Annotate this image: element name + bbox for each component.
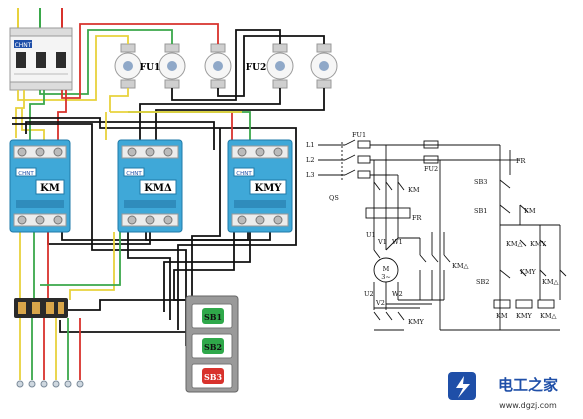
- breaker-brand: CHNT: [15, 42, 32, 49]
- fu1-label: FU1: [140, 63, 161, 73]
- fu2-label: FU2: [246, 63, 267, 73]
- fuse-holder: [114, 43, 142, 89]
- label-coil-kmy: KMY: [516, 312, 533, 320]
- contactor-km-delta: CHNT KMΔ: [117, 139, 183, 233]
- contactor-kmy-label: KMY: [255, 183, 283, 194]
- label-w2: W2: [392, 290, 403, 298]
- label-fu1: FU1: [352, 131, 366, 139]
- watermark-title: 电工之家: [498, 376, 558, 394]
- contactor-km-delta-label: KMΔ: [144, 183, 172, 194]
- watermark-url: www.dgzj.com: [499, 401, 557, 410]
- thermal-overload-relay: [14, 298, 68, 318]
- label-kmy-main: KMY: [408, 318, 425, 326]
- label-km-delta-ctrl: KM△: [506, 240, 523, 248]
- label-sb2-ctrl: SB2: [476, 278, 489, 286]
- label-fr-main: FR: [412, 214, 423, 222]
- label-l3: L3: [306, 171, 314, 179]
- circuit-breaker: CHNT: [9, 27, 73, 91]
- label-u2: U2: [364, 290, 374, 298]
- contactor-kmy: CHNT KMY: [227, 139, 293, 233]
- fuse-holder: [266, 43, 294, 89]
- push-button-box: SB1 SB2 SB3: [185, 295, 239, 393]
- label-kmy-ctrl: KMY: [530, 240, 547, 248]
- label-v1: V1: [377, 238, 387, 246]
- label-v2: V2: [375, 299, 385, 307]
- label-l2: L2: [306, 156, 314, 164]
- schematic: [318, 139, 567, 331]
- incoming-phase-wires: [17, 8, 63, 30]
- button-sb3[interactable]: SB3: [191, 363, 233, 389]
- button-sb2[interactable]: SB2: [191, 333, 233, 359]
- contactor-brand: CHNT: [18, 171, 34, 177]
- label-motor-phase: 3~: [381, 273, 391, 281]
- label-motor-m: M: [383, 265, 390, 273]
- label-w1: W1: [392, 238, 403, 246]
- label-coil-km: KM: [496, 312, 508, 320]
- fuse-holder: [204, 43, 232, 89]
- label-u1: U1: [366, 231, 376, 239]
- lightning-icon: [456, 376, 470, 398]
- label-km-main: KM: [408, 186, 420, 194]
- label-sb1-ctrl: SB1: [474, 207, 487, 215]
- label-fr-ctrl: FR: [516, 157, 527, 165]
- contactor-km-label: KM: [40, 183, 60, 194]
- button-sb1-label: SB1: [204, 312, 222, 322]
- fuse-holder: [310, 43, 338, 89]
- button-sb2-label: SB2: [204, 342, 222, 352]
- label-qs: QS: [329, 194, 339, 202]
- label-fu2: FU2: [424, 165, 438, 173]
- label-l1: L1: [306, 141, 314, 149]
- label-km-ctrl: KM: [524, 207, 536, 215]
- watermark-logo: 电工之家 www.dgzj.com: [448, 372, 558, 410]
- fuse-holders: FU1 FU2: [114, 43, 338, 89]
- contactor-brand: CHNT: [236, 171, 252, 177]
- button-sb1[interactable]: SB1: [191, 303, 233, 329]
- button-sb3-label: SB3: [204, 372, 223, 382]
- schematic-labels: L1 L2 L3 QS FU1 FU2 KM FR U1 V1 W1 M 3~ …: [306, 131, 559, 326]
- label-coil-km-delta: KM△: [540, 312, 557, 320]
- contactor-brand: CHNT: [126, 171, 142, 177]
- label-sb3-ctrl: SB3: [474, 178, 487, 186]
- label-kmy-ctrl-2: KMY: [520, 268, 537, 276]
- contactor-km: CHNT KM: [9, 139, 71, 233]
- power-wiring: [12, 23, 325, 380]
- label-km-delta-ctrl-2: KM△: [542, 278, 559, 286]
- terminal-block: [16, 380, 84, 388]
- label-km-delta-main: KM△: [452, 262, 469, 270]
- fuse-holder: [158, 43, 186, 89]
